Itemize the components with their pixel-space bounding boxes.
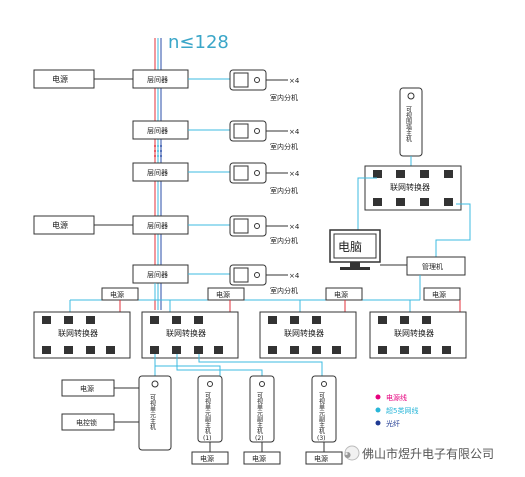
floor-distributor-2: 层间器 (132, 120, 189, 140)
svg-text:层间器: 层间器 (147, 271, 168, 279)
svg-text:可视围墙主机: 可视围墙主机 (405, 106, 412, 143)
switch-to-manager-link (435, 203, 471, 258)
svg-text:×4: ×4 (289, 223, 300, 231)
bottom-power-3: 电源 (305, 451, 343, 465)
switch-power-1: 电源 (101, 287, 139, 301)
lock-box: 电控锁 (61, 413, 115, 431)
svg-text:室内分机: 室内分机 (270, 93, 298, 102)
svg-text:(1): (1) (203, 435, 212, 442)
switch-power-2: 电源 (207, 287, 245, 301)
svg-text:(2): (2) (255, 435, 264, 442)
svg-text:◕: ◕ (344, 450, 351, 459)
svg-text:管理机: 管理机 (422, 262, 443, 271)
svg-text:可视单元副主机: 可视单元副主机 (256, 392, 263, 435)
svg-text:电源: 电源 (334, 290, 348, 299)
svg-text:电源: 电源 (216, 290, 230, 299)
svg-text:联网转换器: 联网转换器 (390, 182, 430, 192)
switch-2: 联网转换器 (141, 311, 239, 359)
svg-text:光纤: 光纤 (386, 419, 400, 428)
left-power: 电源 (61, 379, 115, 397)
top-switch: 联网转换器 (364, 165, 462, 211)
svg-text:电源: 电源 (200, 454, 214, 463)
svg-text:室内分机: 室内分机 (270, 186, 298, 195)
svg-text:佛山市煜升电子有限公司: 佛山市煜升电子有限公司 (362, 446, 494, 461)
svg-text:室内分机: 室内分机 (270, 142, 298, 151)
svg-text:电脑: 电脑 (338, 240, 362, 254)
svg-text:层间器: 层间器 (147, 222, 168, 230)
svg-text:超5类网线: 超5类网线 (386, 406, 418, 415)
floor-distributor-1: 层间器 (132, 69, 189, 89)
indoor-unit-4: ×4 室内分机 (188, 215, 300, 245)
legend: 电源线 超5类网线 光纤 (375, 393, 418, 428)
manager-unit: 管理机 (406, 256, 466, 276)
legend-dot-power (375, 394, 381, 400)
power-box-2: 电源 (33, 215, 95, 235)
svg-text:×4: ×4 (289, 170, 300, 178)
bottom-power-1: 电源 (191, 451, 229, 465)
switch-power-3: 电源 (325, 287, 363, 301)
bus-continuation-dots (154, 145, 162, 157)
legend-dot-fiber (375, 420, 381, 426)
sub-host-2: 可视单元副主机 (2) (249, 375, 275, 443)
svg-text:电源: 电源 (52, 220, 68, 230)
svg-text:层间器: 层间器 (147, 169, 168, 177)
svg-text:联网转换器: 联网转换器 (166, 328, 206, 338)
svg-text:电源: 电源 (80, 384, 94, 393)
svg-text:室内分机: 室内分机 (270, 286, 298, 295)
indoor-unit-3: ×4 室内分机 (188, 162, 300, 195)
svg-text:电源: 电源 (252, 454, 266, 463)
svg-text:电源线: 电源线 (386, 393, 407, 402)
computer: 电脑 (329, 229, 381, 270)
svg-text:可视单元副主机: 可视单元副主机 (318, 392, 325, 435)
floor-distributor-5: 层间器 (132, 264, 189, 284)
watermark: ◕ 佛山市煜升电子有限公司 (344, 445, 494, 461)
svg-text:室内分机: 室内分机 (270, 236, 298, 245)
svg-text:电源: 电源 (314, 454, 328, 463)
sub-host-3: 可视单元副主机 (3) (311, 375, 337, 443)
unit-host: 可视单元主机 (138, 375, 172, 451)
indoor-unit-5: ×4 室内分机 (188, 264, 300, 295)
svg-text:电源: 电源 (110, 290, 124, 299)
wall-host: 可视围墙主机 (399, 87, 423, 157)
switch-1: 联网转换器 (33, 311, 131, 359)
svg-text:×4: ×4 (289, 128, 300, 136)
svg-text:(3): (3) (317, 435, 326, 442)
count-label: n≤128 (168, 32, 229, 53)
svg-text:可视单元副主机: 可视单元副主机 (204, 392, 211, 435)
indoor-unit-2: ×4 室内分机 (188, 120, 300, 151)
svg-text:×4: ×4 (289, 77, 300, 85)
svg-text:电源: 电源 (432, 290, 446, 299)
svg-text:层间器: 层间器 (147, 127, 168, 135)
svg-text:电源: 电源 (52, 74, 68, 84)
floor-distributor-3: 层间器 (132, 162, 189, 182)
sub-host-1: 可视单元副主机 (1) (197, 375, 223, 443)
svg-text:联网转换器: 联网转换器 (284, 328, 324, 338)
svg-text:可视单元主机: 可视单元主机 (149, 394, 156, 431)
indoor-unit-1: ×4 室内分机 (188, 69, 300, 102)
switch-4: 联网转换器 (369, 311, 467, 359)
indoor-units: ×4 室内分机 ×4 室内分机 ×4 室内分机 ×4 (188, 69, 300, 295)
svg-text:联网转换器: 联网转换器 (394, 328, 434, 338)
power-box-1: 电源 (33, 69, 95, 89)
svg-text:电控锁: 电控锁 (76, 418, 97, 427)
svg-text:×4: ×4 (289, 272, 300, 280)
svg-text:联网转换器: 联网转换器 (58, 328, 98, 338)
floor-distributor-4: 层间器 (132, 215, 189, 235)
svg-text:层间器: 层间器 (147, 76, 168, 84)
switch-power-4: 电源 (423, 287, 461, 301)
switch-3: 联网转换器 (259, 311, 357, 359)
bottom-power-2: 电源 (243, 451, 281, 465)
legend-dot-network (375, 407, 381, 413)
